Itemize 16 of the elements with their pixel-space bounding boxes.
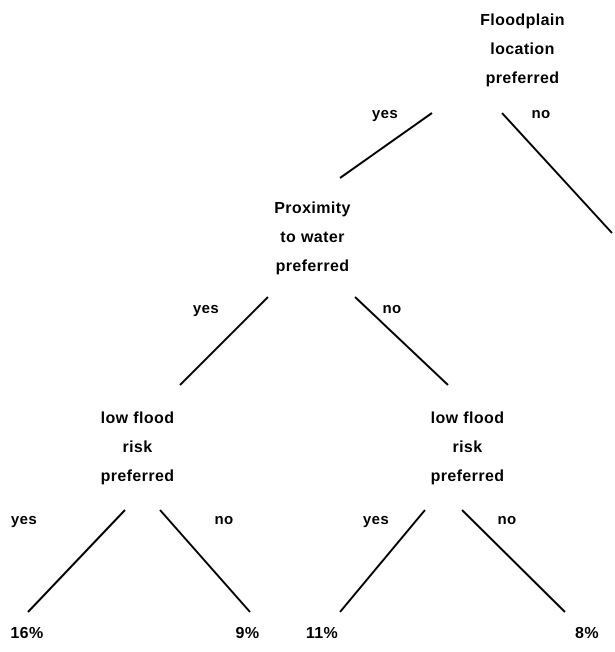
decision-question: low flood risk preferred bbox=[100, 409, 176, 487]
branch-line bbox=[339, 509, 426, 613]
decision-question: Floodplain location preferred bbox=[479, 11, 566, 89]
branch-line bbox=[501, 112, 613, 234]
percentage-value: 16% bbox=[9, 624, 45, 644]
branch-line bbox=[179, 296, 269, 386]
percentage-value: 11% bbox=[304, 624, 340, 644]
decision-question: low flood risk preferred bbox=[430, 409, 506, 487]
branch-line bbox=[27, 509, 126, 613]
branch-line bbox=[159, 509, 251, 613]
branch-line bbox=[354, 296, 449, 386]
decision-question: Proximity to water preferred bbox=[273, 199, 352, 277]
percentage-value: 8% bbox=[574, 624, 600, 644]
branch-line bbox=[461, 509, 566, 613]
percentage-value: 9% bbox=[234, 624, 260, 644]
branch-line bbox=[339, 112, 433, 179]
